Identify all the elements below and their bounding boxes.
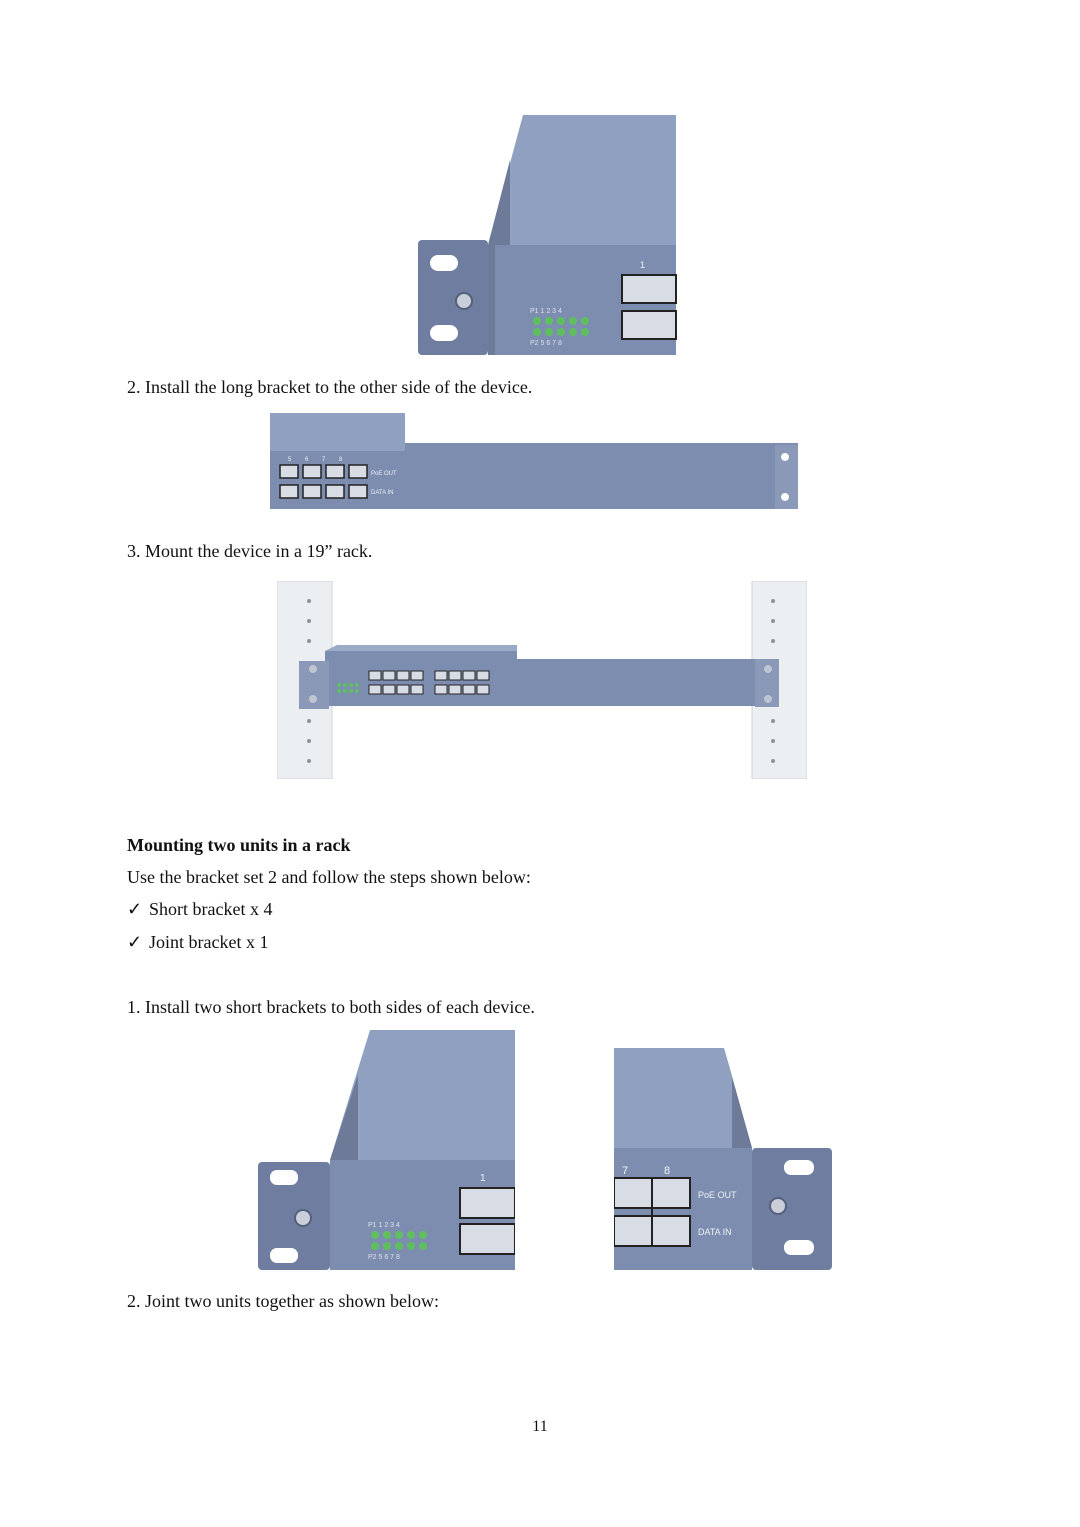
figure-short-bracket-left: P1 1 2 3 4 P2 5 6 7 8 1 (400, 115, 680, 365)
port-number-label: 1 (480, 1173, 486, 1184)
checkmark-icon: ✓ (127, 932, 143, 952)
list-item: ✓ Joint bracket x 1 (127, 931, 268, 953)
page-number: 11 (532, 1418, 548, 1435)
port-number-label: 8 (664, 1165, 670, 1177)
data-in-label: DATA IN (371, 490, 393, 496)
ports-label: 5 6 7 8 (288, 457, 348, 463)
section-heading: Mounting two units in a rack (127, 835, 351, 855)
checkmark-icon: ✓ (127, 899, 143, 919)
figure-short-bracket-left-side: P1 1 2 3 4 P2 5 6 7 8 1 (240, 1030, 515, 1270)
step-install-long-bracket: 2. Install the long bracket to the other… (127, 377, 533, 397)
data-in-label: DATA IN (698, 1227, 732, 1237)
led-label-bottom: P2 5 6 7 8 (530, 340, 562, 347)
led-label-bottom: P2 5 6 7 8 (368, 1254, 400, 1261)
list-item: ✓ Short bracket x 4 (127, 898, 272, 920)
figure-long-bracket: 5 6 7 8 PoE OUT DATA IN (270, 405, 810, 523)
step-joint-units: 2. Joint two units together as shown bel… (127, 1291, 439, 1311)
step-install-short-brackets: 1. Install two short brackets to both si… (127, 997, 535, 1017)
step-mount-in-rack: 3. Mount the device in a 19” rack. (127, 541, 373, 561)
section-intro: Use the bracket set 2 and follow the ste… (127, 867, 531, 887)
port-number-label: 1 (640, 260, 645, 270)
led-label-top: P1 1 2 3 4 (530, 308, 562, 315)
poe-out-label: PoE OUT (698, 1190, 737, 1200)
list-item-label: Short bracket x 4 (149, 899, 273, 919)
figure-short-bracket-right-side: 7 8 PoE OUT DATA IN (614, 1048, 840, 1270)
list-item-label: Joint bracket x 1 (149, 932, 269, 952)
poe-out-label: PoE OUT (371, 471, 397, 477)
figure-device-in-rack (277, 581, 807, 779)
port-number-label: 7 (622, 1165, 628, 1177)
led-label-top: P1 1 2 3 4 (368, 1222, 400, 1229)
